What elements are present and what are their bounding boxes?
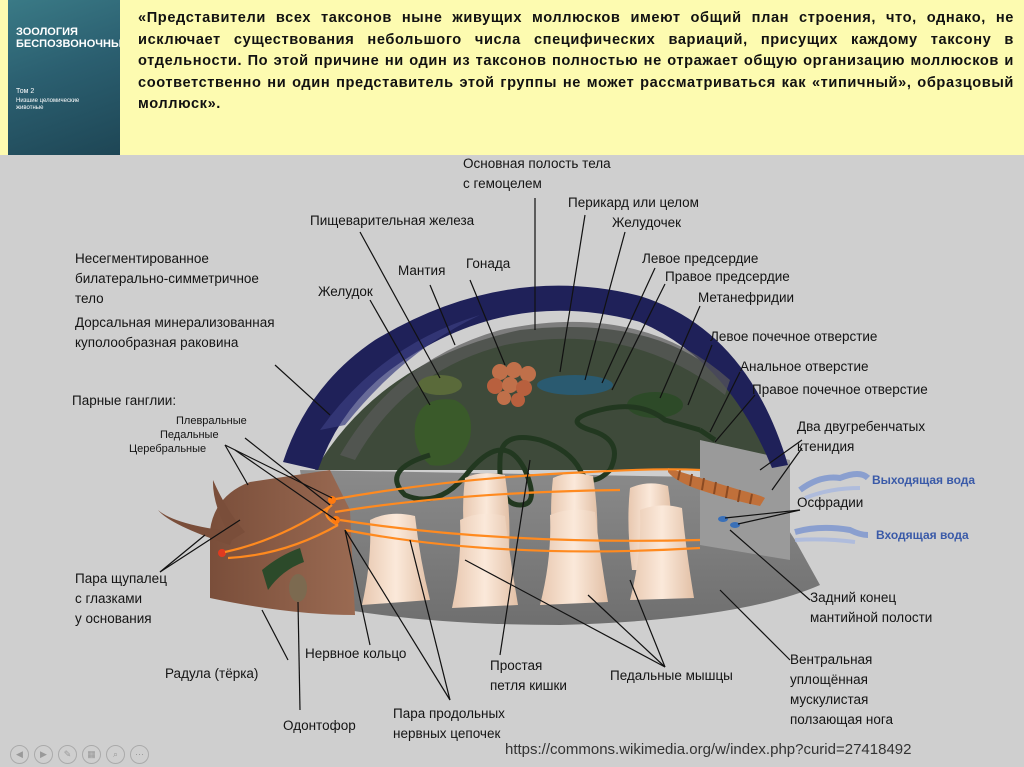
label-digestive-gland: Пищеварительная железа [310,213,475,228]
label-gonad: Гонада [466,256,511,271]
label-osphradia: Осфрадии [797,495,863,510]
label-main-cavity-2: с гемоцелем [463,176,542,191]
incoming-water-arrow [794,524,869,544]
osphradium [730,522,740,528]
label-nerve-cords-2: нервных цепочек [393,726,500,741]
metanephridia [627,392,683,418]
stomach [414,399,471,466]
label-left-renal: Левое почечное отверстие [710,329,877,344]
label-pleural: Плевральные [176,415,247,427]
gonad [487,362,536,407]
tentacle-right [212,480,245,540]
label-ganglia: Парные ганглии: [72,393,176,408]
eye [218,549,226,557]
label-posterior-2: мантийной полости [810,610,932,625]
search-icon[interactable]: ⌕ [106,745,125,764]
mantle [340,321,730,460]
label-anal: Анальное отверстие [740,359,869,374]
label-shell-2: куполообразная раковина [75,335,239,350]
label-nerve-ring: Нервное кольцо [305,646,406,661]
digestive-gland [418,375,462,395]
shell-highlight [320,315,480,430]
label-tentacles-2: с глазками [75,591,142,606]
grid-icon[interactable]: ▦ [82,745,101,764]
label-incoming-water: Входящая вода [876,528,969,542]
more-icon[interactable]: ⋯ [130,745,149,764]
ctenidium-comb [677,469,753,505]
book-volume: Том 2 [16,88,35,95]
book-cover-image: ЗООЛОГИЯ БЕСПОЗВОНОЧНЫХ Том 2 Низшие цел… [8,0,120,155]
label-radula: Радула (тёрка) [165,666,258,681]
label-pedal-muscles: Педальные мышцы [610,668,733,683]
slide-nav-controls: ◀ ▶ ✎ ▦ ⌕ ⋯ [10,745,149,764]
radula [262,548,304,590]
label-body-2: билатерально-симметричное [75,271,259,286]
label-pedal-ganglia: Педальные [160,429,219,441]
label-left-atrium: Левое предсердие [642,251,758,266]
label-mantle: Мантия [398,263,445,278]
label-intestine-1: Простая [490,658,542,673]
label-foot-2: уплощённая [790,672,868,687]
label-ctenidia-1: Два двугребенчатых [797,419,925,434]
ganglion [328,496,336,504]
label-cerebral: Церебральные [129,443,206,455]
label-main-cavity-1: Основная полость тела [463,156,611,171]
leader-lines [159,198,811,711]
label-shell-1: Дорсальная минерализованная [75,315,275,330]
label-body-3: тело [75,291,104,306]
label-nerve-cords-1: Пара продольных [393,706,505,721]
heart [537,375,613,395]
header-banner: ЗООЛОГИЯ БЕСПОЗВОНОЧНЫХ Том 2 Низшие цел… [0,0,1024,155]
book-subtitle: Низшие целомические животные [16,98,80,111]
mollusc-anatomy-diagram: Основная полость тела с гемоцелем Перика… [72,156,975,741]
book-title: ЗООЛОГИЯ БЕСПОЗВОНОЧНЫХ [16,26,120,50]
label-foot-1: Вентральная [790,652,872,667]
label-right-atrium: Правое предсердие [665,269,790,284]
label-pericardium: Перикард или целом [568,195,699,210]
pedal-muscles [362,473,694,608]
rectum [698,427,717,443]
head [210,470,355,615]
label-foot-3: мускулистая [790,692,868,707]
label-ctenidia-2: ктенидия [797,439,854,454]
label-metanephridia: Метанефридии [698,290,794,305]
intestine-loop [394,404,701,508]
label-outgoing-water: Выходящая вода [872,473,975,487]
shell [283,285,788,470]
label-odontophore: Одонтофор [283,718,356,733]
label-intestine-2: петля кишки [490,678,567,693]
nervous-system [224,468,701,560]
next-icon[interactable]: ▶ [34,745,53,764]
label-foot-4: ползающая нога [790,712,893,727]
label-body-1: Несегментированное [75,251,209,266]
label-stomach: Желудок [318,284,373,299]
outgoing-water-arrow [798,471,871,500]
label-right-renal: Правое почечное отверстие [752,382,928,397]
source-url[interactable]: https://commons.wikimedia.org/w/index.ph… [505,741,912,758]
odontophore [289,574,307,602]
label-ventricle: Желудочек [612,215,681,230]
label-tentacles-3: у основания [75,611,152,626]
label-posterior-1: Задний конец [810,590,896,605]
pen-icon[interactable]: ✎ [58,745,77,764]
osphradium [718,516,728,522]
quote-text: «Представители всех таксонов ныне живущи… [138,10,1014,112]
label-tentacles-1: Пара щупалец [75,571,167,586]
prev-icon[interactable]: ◀ [10,745,29,764]
